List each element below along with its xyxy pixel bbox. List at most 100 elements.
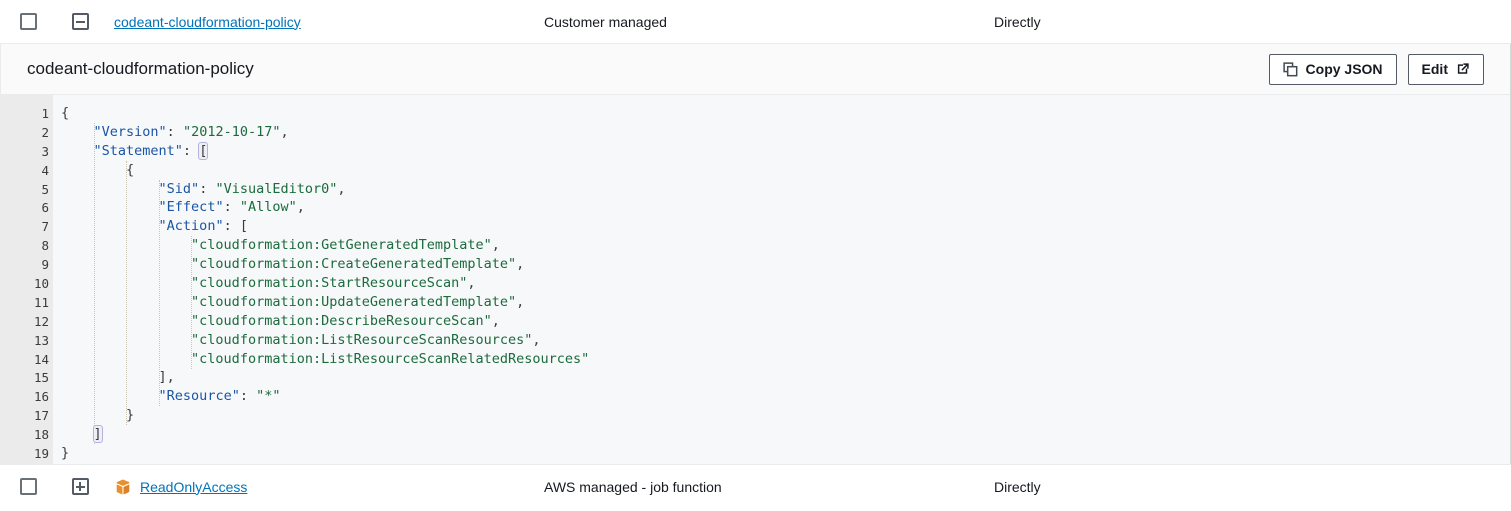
editor-line-number: 7▾ [1,217,58,236]
policy-detail-header: codeant-cloudformation-policy Copy JSON … [1,44,1510,95]
editor-line-number: 15 [33,370,49,386]
code-token: : [199,180,216,197]
collapse-minus-icon[interactable] [71,13,89,30]
code-token: "Version" [93,123,167,140]
editor-code-line: "Action": [ [53,217,1510,236]
editor-line-number: 16 [33,389,49,405]
editor-code-line: } [53,406,1510,425]
code-token: "Statement" [93,142,183,159]
editor-code-line: "Sid": "VisualEditor0", [53,180,1510,199]
code-token: , [337,180,346,197]
editor-code-line: } [53,444,1510,463]
editor-line-number: 9 [41,257,49,273]
code-token: "Sid" [158,180,200,197]
editor-code-line: "Statement": [ [53,141,1510,161]
editor-code-line: "cloudformation:DescribeResourceScan", [53,312,1510,331]
table-row-customer-policy[interactable]: codeant-cloudformation-policy Customer m… [0,0,1511,44]
row-checkbox[interactable] [19,478,37,495]
code-token: "cloudformation:GetGeneratedTemplate" [191,237,492,254]
editor-code-line: "cloudformation:ListResourceScanRelatedR… [53,350,1510,369]
code-token: "cloudformation:CreateGeneratedTemplate" [191,256,517,273]
code-token: : [239,388,257,405]
edit-button[interactable]: Edit [1407,53,1484,85]
expand-plus-icon[interactable] [71,478,89,495]
editor-code-line: { [53,104,1510,123]
aws-cube-icon [114,478,132,496]
editor-line-number: 4▾ [1,161,58,180]
code-token: "*" [256,388,281,405]
editor-code-line: "cloudformation:GetGeneratedTemplate", [53,236,1510,255]
policy-name-cell: ReadOnlyAccess [104,478,544,496]
code-token: ], [158,369,175,386]
policy-name-link[interactable]: codeant-cloudformation-policy [114,13,301,30]
policy-detail-panel: codeant-cloudformation-policy Copy JSON … [0,44,1511,464]
editor-code-line: { [53,161,1510,180]
code-token: , [491,237,500,254]
row-expand-cell [56,478,104,495]
attached-via-value: Directly [994,13,1041,30]
editor-line-number: 13 [33,332,49,348]
code-token: "Action" [158,218,224,235]
editor-code-line: ] [53,425,1510,444]
row-select-cell [0,478,56,495]
row-select-cell [0,13,56,30]
code-token: , [296,199,305,216]
editor-line-number: 5 [41,181,49,197]
editor-code-line: "Version": "2012-10-17", [53,123,1510,142]
copy-icon [1282,61,1298,77]
policy-detail-title: codeant-cloudformation-policy [27,59,254,78]
editor-line-number: 2 [41,124,49,140]
detail-actions: Copy JSON Edit [1268,53,1484,85]
code-token: "cloudformation:StartResourceScan" [191,275,468,292]
policy-name-cell: codeant-cloudformation-policy [104,14,544,30]
code-token: "Allow" [239,199,297,216]
code-token: "Effect" [158,199,224,216]
copy-json-label: Copy JSON [1305,61,1383,77]
code-token: , [491,312,500,329]
editor-line-number: 10 [33,275,49,291]
copy-json-button[interactable]: Copy JSON [1268,53,1397,85]
code-token: } [126,407,135,424]
code-token: , [467,275,476,292]
code-token: , [516,293,525,310]
editor-line-number: 1▾ [1,104,58,123]
code-token: : [223,199,240,216]
code-token: "VisualEditor0" [215,180,338,197]
editor-line-number: 18 [33,427,49,443]
edit-button-label: Edit [1421,61,1448,77]
matching-bracket-highlight: ] [92,425,103,444]
policy-name-link[interactable]: ReadOnlyAccess [140,478,248,495]
editor-line-number: 17 [33,408,49,424]
editor-code-line: "cloudformation:CreateGeneratedTemplate"… [53,255,1510,274]
editor-code-line: "cloudformation:UpdateGeneratedTemplate"… [53,293,1510,312]
row-checkbox[interactable] [19,13,37,30]
policy-type-value: Customer managed [544,13,667,30]
row-expand-cell [56,13,104,30]
code-token: , [532,331,541,348]
table-row-aws-managed-policy[interactable]: ReadOnlyAccess AWS managed - job functio… [0,464,1511,508]
policy-type-value: AWS managed - job function [544,478,722,495]
editor-code-area[interactable]: { "Version": "2012-10-17", "Statement": … [53,95,1510,464]
editor-code-line: "cloudformation:ListResourceScanResource… [53,331,1510,350]
editor-line-number: 3▾ [1,142,58,161]
editor-code-line: "Effect": "Allow", [53,198,1510,217]
editor-line-number: 8 [41,238,49,254]
matching-bracket-highlight: [ [198,141,209,160]
code-token: { [126,161,135,178]
code-token: : [182,142,200,159]
editor-code-line: "Resource": "*" [53,387,1510,406]
code-token: [ [239,218,248,235]
code-token: "cloudformation:UpdateGeneratedTemplate" [191,293,517,310]
editor-line-number: 19 [33,445,49,461]
code-token: "Resource" [158,388,240,405]
attached-via-value: Directly [994,478,1041,495]
code-token: , [280,123,289,140]
code-token: : [223,218,240,235]
code-token: , [516,256,525,273]
editor-line-number: 12 [33,313,49,329]
code-token: } [61,445,70,462]
code-token: "2012-10-17" [182,123,281,140]
